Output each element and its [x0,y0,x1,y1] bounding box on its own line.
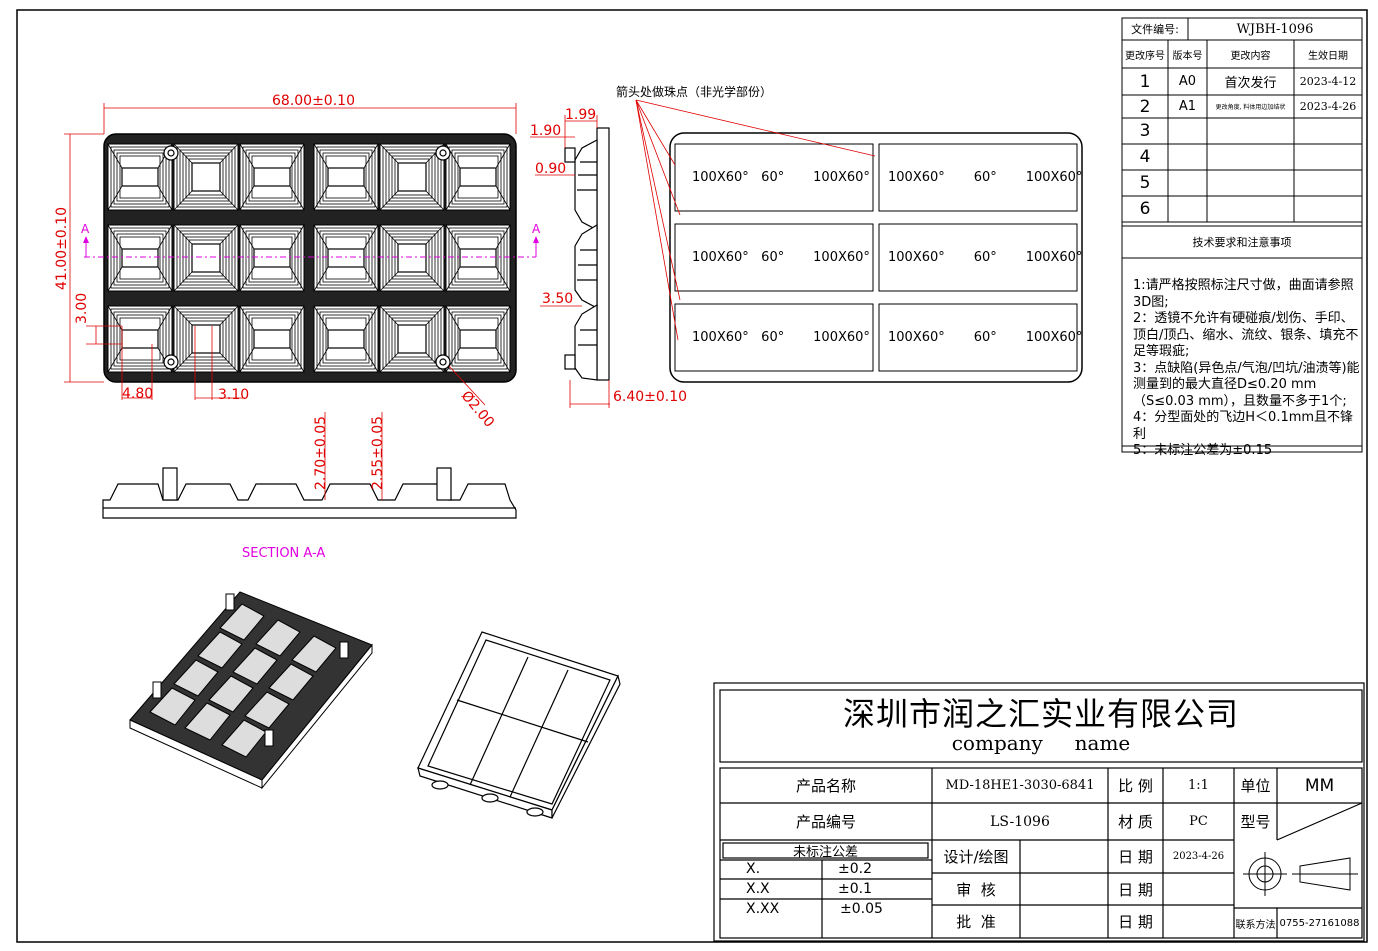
dim-width: 68.00±0.10 [272,93,355,109]
file-no: WJBH-1096 [1236,21,1314,37]
dim-199: 1.99 [565,107,597,123]
note-3: 3：点缺陷(异色点/气泡/凹坑/油渍等)能测量到的最大直径D≤0.20 mm（S… [1133,360,1360,409]
dim-350: 3.50 [542,291,574,307]
model-label: 型号 [1240,813,1271,831]
tech-notes: 1:请严格按照标注尺寸做，曲面请参照3D图; 2：透镜不允许有硬碰痕/划伤、手印… [1133,278,1361,460]
dim-3: 3.00 [74,292,90,324]
rev-header-content: 更改内容 [1230,50,1271,62]
tol-k-2: X.X [746,881,770,897]
tol-k-1: X. [746,861,761,877]
date-label-2: 日 期 [1118,880,1153,899]
dim-640: 6.40±0.10 [613,389,688,405]
scale: 1:1 [1188,778,1209,793]
company-en: company name [951,731,1131,755]
design-label: 设计/绘图 [943,848,1009,866]
dim-height: 41.00±0.10 [54,207,70,290]
rev-header-ver: 版本号 [1172,50,1203,62]
tech-title: 技术要求和注意事项 [1192,236,1292,249]
product-name: MD-18HE1-3030-6841 [945,778,1095,793]
lens-label-r3c1: 100X60° 60° 100X60° [692,330,870,345]
date-value: 2023-4-26 [1172,851,1225,862]
dim-090: 0.90 [535,161,567,177]
product-no: LS-1096 [990,813,1050,830]
dim-190: 1.90 [530,123,562,139]
rev-seq-5: 5 [1139,173,1151,193]
rev-date-1: 2023-4-12 [1299,75,1357,88]
tol-v-2: ±0.1 [838,881,872,897]
unit-label: 单位 [1240,777,1271,795]
section-label: SECTION A-A [242,546,326,561]
tolerance-title: 未标注公差 [792,845,858,860]
lens-label-r2c1: 100X60° 60° 100X60° [692,250,870,265]
rev-table [1121,17,1363,453]
contact: 0755-27161088 [1279,917,1360,929]
tol-v-3: ±0.05 [840,901,883,917]
rev-date-2: 2023-4-26 [1299,100,1357,113]
sheet-border [16,9,1368,943]
rev-seq-6: 6 [1139,199,1151,219]
iso-view-front [417,631,621,819]
dim-480: 4.80 [122,386,154,402]
approve-label: 批 准 [956,913,996,931]
locating-pins [163,145,451,370]
note-2: 2：透镜不允许有硬碰痕/划伤、手印、顶白/顶凸、缩水、流纹、银条、填充不足等瑕疵… [1133,311,1359,359]
dim-310: 3.10 [218,387,250,403]
date-label-1: 日 期 [1118,848,1153,866]
rev-seq-2: 2 [1139,96,1151,117]
section-marker-left: A [81,222,90,236]
rev-ver-1: A0 [1178,74,1197,89]
lens-label-r3c2: 100X60° 60° 100X60° [888,330,1083,345]
tol-k-3: X.XX [746,901,780,917]
arrow-note: 箭头处做珠点（非光学部份） [616,85,773,99]
rev-content-1: 首次发行 [1224,76,1277,91]
date-label-3: 日 期 [1118,913,1153,931]
material: PC [1189,814,1208,829]
review-label: 审 核 [956,880,996,899]
unit: MM [1304,775,1335,796]
contact-label: 联系方法 [1235,919,1276,931]
side-view [564,127,610,381]
file-no-label: 文件编号: [1131,23,1179,36]
rev-header-date: 生效日期 [1308,50,1348,62]
scale-label: 比 例 [1118,777,1153,795]
note-5: 5：未标注公差为±0.15 [1133,443,1273,458]
product-name-label: 产品名称 [795,777,856,795]
dim-255: 2.55±0.05 [370,415,386,490]
rev-seq-1: 1 [1139,71,1151,92]
material-label: 材 质 [1118,813,1153,831]
note-4: 4：分型面处的飞边H＜0.1mm且不锋利 [1133,410,1354,442]
lens-label-r1c1: 100X60° 60° 100X60° [692,170,870,185]
section-marker-right: A [532,222,541,236]
rev-header-seq: 更改序号 [1125,50,1165,62]
tol-v-1: ±0.2 [838,861,872,877]
title-block [713,682,1365,942]
section-a-a [102,467,517,519]
rev-ver-2: A1 [1178,99,1197,114]
company-cn: 深圳市润之汇实业有限公司 [842,695,1239,733]
rev-seq-3: 3 [1139,121,1151,141]
rev-seq-4: 4 [1139,147,1151,167]
dim-270: 2.70±0.05 [313,415,329,490]
product-no-label: 产品编号 [795,813,856,831]
iso-view-back [129,591,373,790]
lens-label-r2c2: 100X60° 60° 100X60° [888,250,1083,265]
projection-symbol [1243,852,1358,896]
rev-content-2: 更改角度, 料体用边加结状 [1215,104,1286,111]
note-1: 1:请严格按照标注尺寸做，曲面请参照3D图; [1133,278,1354,310]
lens-label-r1c2: 100X60° 60° 100X60° [888,170,1083,185]
